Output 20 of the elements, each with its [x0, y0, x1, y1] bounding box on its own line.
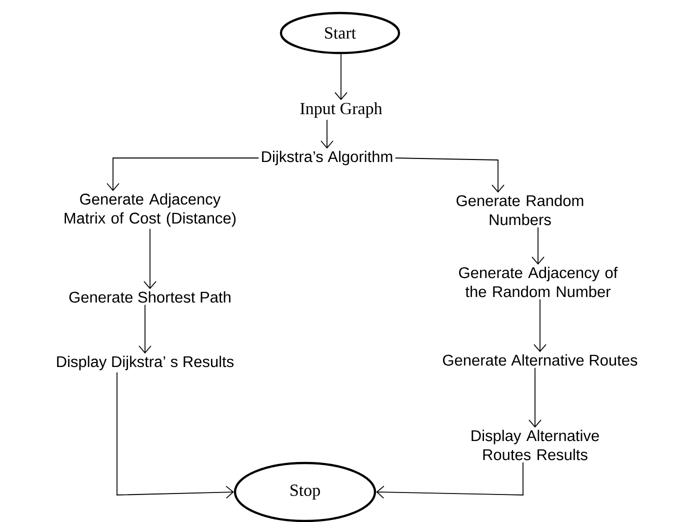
arrow — [376, 462, 524, 499]
arrow — [528, 367, 542, 428]
step-text: Dijkstra’s Algorithm — [262, 150, 392, 166]
step-text: Generate Adjacency of the Random Number — [459, 266, 618, 298]
arrow — [320, 119, 334, 149]
step-text: Display Alternative Routes Results — [472, 430, 599, 460]
arrow — [532, 226, 544, 265]
step-text: Generate Shortest Path — [69, 291, 230, 303]
step-text: Generate Random Numbers — [456, 194, 584, 226]
step-text: Display Dijkstra’ s Results — [57, 356, 234, 370]
arrow — [106, 158, 260, 192]
step-text: Generate Adjacency Matrix of Cost (Distance) — [64, 193, 236, 227]
arrow — [138, 304, 152, 354]
arrow — [334, 54, 348, 100]
arrow — [394, 158, 504, 193]
step-text: Generate Alternative Routes — [443, 354, 638, 366]
arrow — [116, 372, 234, 499]
arrow — [534, 298, 546, 352]
arrow — [144, 228, 156, 290]
step-text: Input Graph — [300, 102, 382, 118]
